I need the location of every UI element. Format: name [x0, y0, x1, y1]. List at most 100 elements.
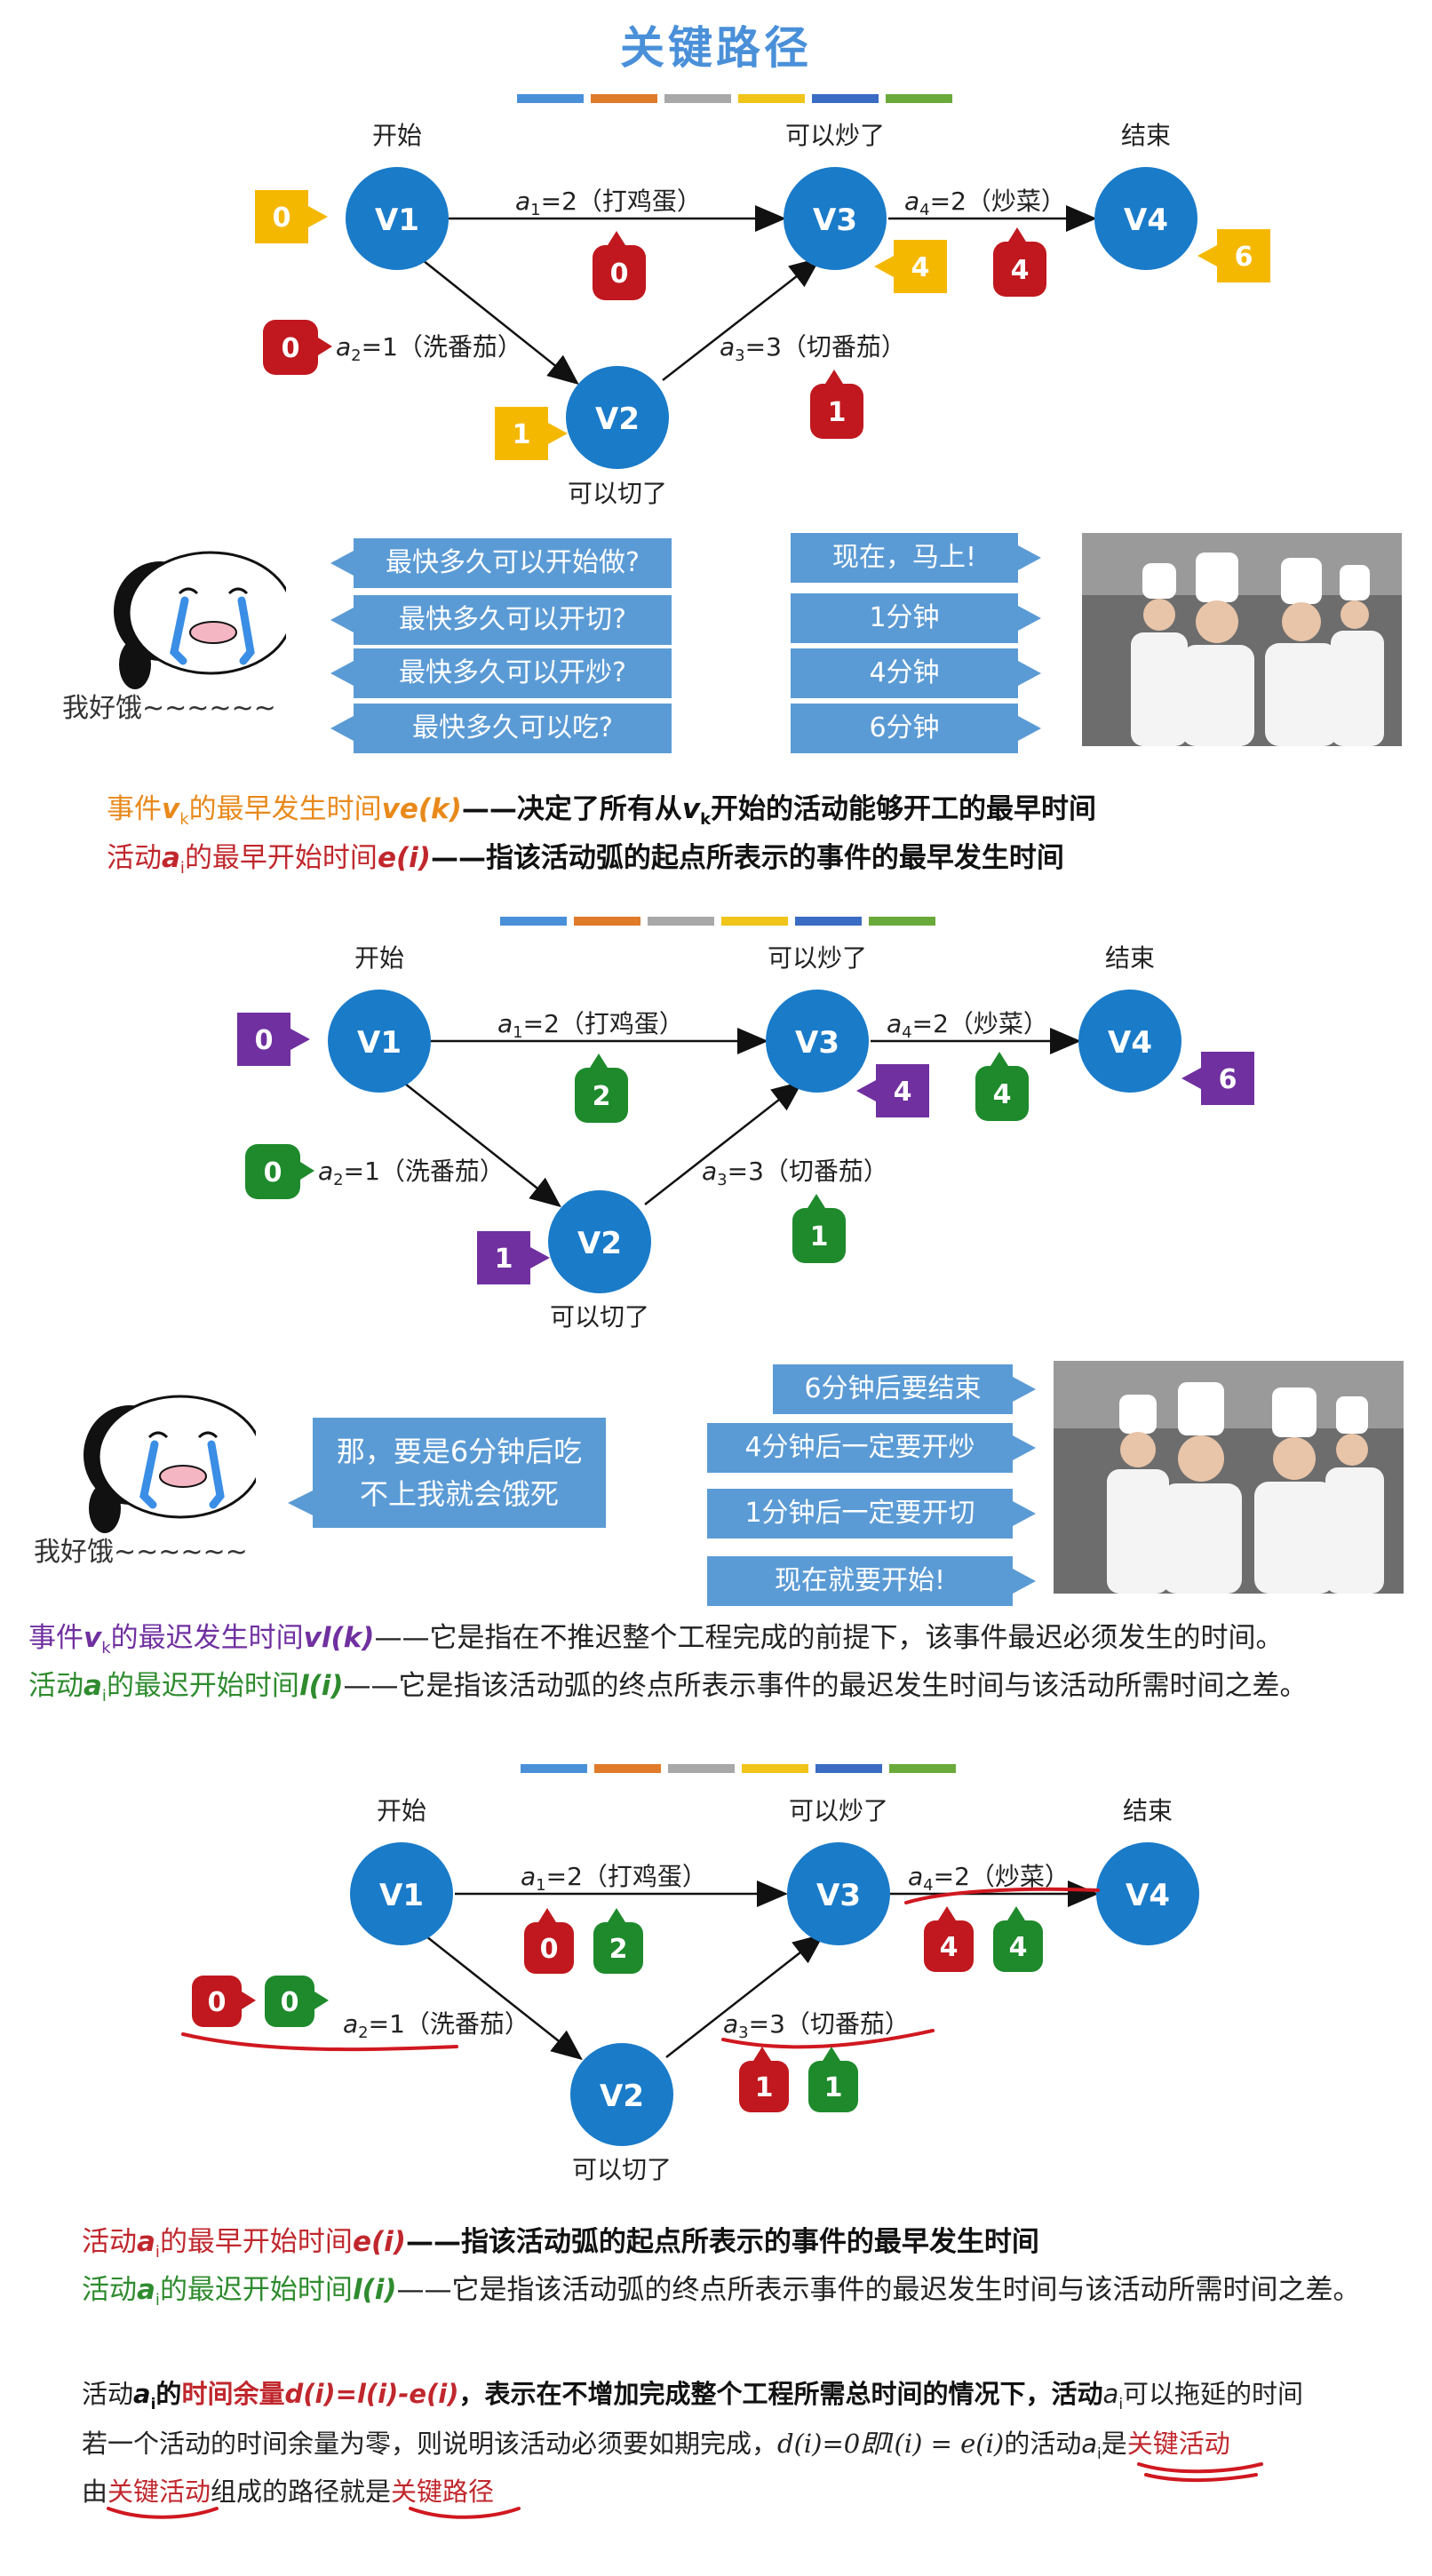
caption-v3: 可以炒了 [789, 1796, 888, 1825]
svg-text:0: 0 [281, 1987, 299, 2018]
color-bar-1 [517, 94, 952, 103]
question-bubble-3: 最快多久可以开炒? [330, 648, 672, 698]
badge-a2-e: 0 [192, 1976, 256, 2027]
svg-text:1: 1 [495, 1244, 513, 1275]
color-bar-3 [521, 1764, 956, 1773]
badge-v2-vl: 1 [477, 1231, 550, 1284]
svg-text:0: 0 [610, 258, 629, 290]
critical-path-term: 关键路径 [391, 2477, 495, 2507]
badge-a3-l: 1 [808, 2047, 858, 2112]
node-v1 [350, 1842, 453, 1945]
chef-bubble-4: 现在就要开始! [707, 1556, 1036, 1606]
badge-a2-l: 0 [245, 1144, 314, 1199]
edge-label-a4: a4=2（炒菜） [904, 187, 1066, 219]
svg-text:0: 0 [282, 333, 300, 364]
badge-a3-e: 1 [739, 2047, 789, 2112]
node-v1-label: V1 [379, 1878, 424, 1913]
definition-l: 活动ai的最迟开始时间l(i)——它是指该活动弧的终点所表示事件的最迟发生时间与… [28, 1670, 1308, 1706]
badge-v1-vl: 0 [237, 1013, 310, 1066]
page-title: 关键路径 [620, 22, 812, 74]
hungry-ghost-1 [114, 551, 286, 689]
node-v2-label: V2 [595, 402, 640, 437]
node-v3 [787, 1842, 890, 1945]
badge-a2-l: 0 [265, 1976, 329, 2027]
svg-text:4: 4 [940, 1932, 959, 1963]
edge-label-a1: a1=2（打鸡蛋） [515, 187, 702, 219]
svg-text:0: 0 [255, 1025, 274, 1056]
critical-activity-term: 关键活动 [1126, 2429, 1230, 2459]
node-v2 [570, 2043, 673, 2146]
node-v3-label: V3 [816, 1878, 861, 1913]
node-v4-label: V4 [1108, 1025, 1152, 1061]
node-v2 [566, 366, 669, 469]
badge-a4-e: 4 [924, 1906, 974, 1972]
caption-v4: 结束 [1121, 121, 1171, 150]
critical-path-definition: 由关键活动组成的路径就是关键路径 [82, 2477, 495, 2507]
caption-v2: 可以切了 [568, 479, 667, 508]
critical-underline-a4 [904, 1887, 1100, 1904]
critical-activity-definition: 若一个活动的时间余量为零，则说明该活动必须要如期完成，d(i)=0即l(i) =… [82, 2429, 1230, 2463]
ghost-speech-line-1: 那，要是6分钟后吃 [336, 1435, 583, 1468]
svg-text:4: 4 [1009, 1932, 1028, 1963]
svg-text:1: 1 [810, 1221, 829, 1252]
answer-bubble-1: 现在，马上! [791, 533, 1041, 583]
ghost-speech-bubble: 那，要是6分钟后吃 不上我就会饿死 [288, 1418, 606, 1528]
edge-label-a2: a2=1（洗番茄） [318, 1157, 505, 1189]
color-bar-2 [500, 917, 935, 926]
edge-label-a2: a2=1（洗番茄） [336, 332, 522, 365]
node-v3 [766, 990, 869, 1093]
svg-text:6: 6 [1219, 1064, 1237, 1095]
svg-text:2: 2 [609, 1934, 628, 1965]
ghost-speech-line-2: 不上我就会饿死 [359, 1477, 559, 1511]
critical-activity-term-2: 关键活动 [107, 2477, 211, 2507]
node-v2-label: V2 [600, 2079, 644, 2114]
caption-v4: 结束 [1105, 943, 1155, 973]
question-bubble-1: 最快多久可以开始做? [330, 538, 672, 588]
edge-label-a1: a1=2（打鸡蛋） [497, 1009, 684, 1042]
node-v4-label: V4 [1124, 203, 1168, 238]
svg-text:0: 0 [264, 1157, 282, 1189]
edge-label-a3: a3=3（切番茄） [720, 332, 906, 365]
caption-v1: 开始 [377, 1796, 426, 1825]
critical-underline-a2 [181, 2032, 458, 2052]
node-v4-label: V4 [1126, 1878, 1170, 1913]
caption-v3: 可以炒了 [768, 943, 867, 973]
ghost-caption-1: 我好饿~~~~~~ [62, 693, 276, 724]
node-v1 [346, 167, 449, 270]
badge-a1-l: 2 [575, 1053, 628, 1123]
node-v1-label: V1 [357, 1025, 402, 1061]
badge-a4-l: 4 [993, 1906, 1043, 1972]
node-v3-label: V3 [813, 203, 857, 238]
svg-text:0: 0 [540, 1934, 559, 1965]
hungry-ghost-2 [84, 1395, 256, 1533]
edge-label-a3: a3=3（切番茄） [702, 1157, 888, 1189]
svg-text:1: 1 [513, 419, 531, 450]
badge-v3-ve: 4 [874, 240, 947, 293]
badge-a3-l: 1 [792, 1194, 846, 1263]
node-v4 [1096, 1842, 1199, 1945]
badge-a4-l: 4 [975, 1052, 1029, 1121]
caption-v2: 可以切了 [550, 1302, 649, 1332]
svg-text:1: 1 [828, 397, 847, 428]
answer-bubble-4: 6分钟 [791, 704, 1041, 753]
definition-e: 活动ai的最早开始时间e(i)——指该活动弧的起点所表示的事件的最早发生时间 [107, 842, 1064, 879]
node-v3 [784, 167, 887, 270]
svg-text:4: 4 [911, 252, 930, 283]
badge-v4-vl: 6 [1181, 1052, 1254, 1105]
chef-bubble-1: 6分钟后要结束 [773, 1364, 1036, 1414]
node-v4 [1094, 167, 1197, 270]
aoe-graph-1: V1 V2 V3 V4 开始 可以炒了 结束 可以切了 a1=2（打鸡蛋） a4… [255, 121, 1270, 508]
node-v2 [548, 1190, 651, 1293]
chefs-photo-1 [1082, 533, 1402, 746]
edge-label-a4: a4=2（炒菜） [908, 1862, 1070, 1895]
definition-l-repeat: 活动ai的最迟开始时间l(i)——它是指该活动弧的终点所表示事件的最迟发生时间与… [82, 2274, 1361, 2310]
answer-bubble-2: 1分钟 [791, 593, 1041, 643]
svg-text:0: 0 [273, 203, 291, 234]
badge-v1-ve: 0 [255, 190, 328, 243]
question-bubble-4: 最快多久可以吃? [330, 704, 672, 753]
node-v3-label: V3 [795, 1025, 839, 1061]
badge-a3-e: 1 [810, 370, 863, 439]
critical-underline-a3 [721, 2029, 935, 2049]
aoe-graph-3: V1 V2 V3 V4 开始 可以炒了 结束 可以切了 a1=2（打鸡蛋） a4… [181, 1796, 1199, 2184]
svg-text:6: 6 [1235, 242, 1253, 273]
